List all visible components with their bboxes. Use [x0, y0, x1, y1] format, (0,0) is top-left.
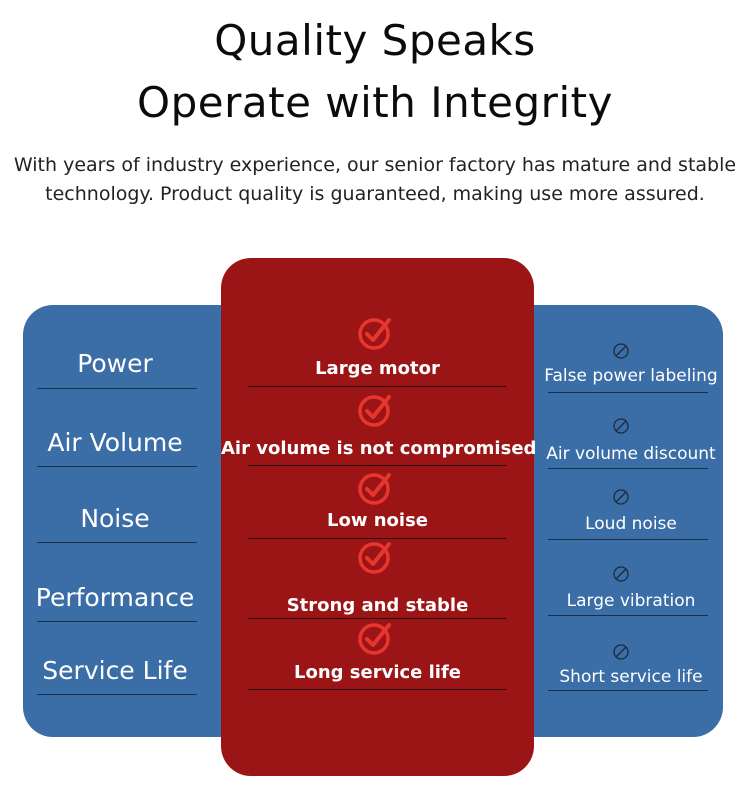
- our-advantage-large-motor: Large motor: [315, 358, 440, 379]
- drawback-divider: [548, 615, 708, 616]
- feature-divider: [37, 466, 197, 467]
- feature-label-power: Power: [77, 349, 153, 378]
- check-circle-icon: [358, 623, 391, 655]
- our-advantage-air-volume: Air volume is not compromised: [221, 438, 537, 459]
- competitor-drawback-service-life: Short service life: [559, 667, 703, 687]
- prohibited-icon: [613, 343, 629, 359]
- drawback-divider: [548, 690, 708, 691]
- competitor-drawback-performance: Large vibration: [566, 591, 696, 611]
- feature-label-noise: Noise: [80, 504, 150, 533]
- feature-label-performance: Performance: [35, 583, 195, 612]
- page-title-line-2: Operate with Integrity: [137, 78, 613, 127]
- prohibited-icon: [613, 644, 629, 660]
- advantage-divider: [248, 538, 506, 539]
- prohibited-icon: [613, 489, 629, 505]
- feature-label-air-volume: Air Volume: [47, 428, 183, 457]
- check-circle-icon: [358, 395, 391, 427]
- feature-divider: [37, 542, 197, 543]
- drawback-divider: [548, 539, 708, 540]
- subtitle-line-2: technology. Product quality is guarantee…: [45, 183, 705, 205]
- competitor-drawback-air-volume: Air volume discount: [546, 444, 716, 464]
- our-advantage-long-service-life: Long service life: [293, 662, 462, 683]
- check-circle-icon: [358, 318, 391, 350]
- competitor-drawback-noise: Loud noise: [585, 514, 677, 534]
- advantage-divider: [248, 689, 506, 690]
- drawback-divider: [548, 392, 708, 393]
- prohibited-icon: [613, 566, 629, 582]
- advantage-divider: [248, 386, 506, 387]
- check-circle-icon: [358, 473, 391, 505]
- our-advantage-low-noise: Low noise: [326, 510, 428, 531]
- feature-label-service-life: Service Life: [42, 656, 188, 685]
- feature-divider: [37, 694, 197, 695]
- our-advantage-strong-stable: Strong and stable: [286, 595, 469, 616]
- check-circle-icon: [358, 542, 391, 574]
- prohibited-icon: [613, 418, 629, 434]
- feature-divider: [37, 388, 197, 389]
- drawback-divider: [548, 468, 708, 469]
- page-subtitle: With years of industry experience, our s…: [0, 151, 750, 209]
- page-title-line-1: Quality Speaks: [214, 16, 536, 65]
- subtitle-line-1: With years of industry experience, our s…: [13, 154, 737, 176]
- feature-divider: [37, 621, 197, 622]
- advantage-divider: [248, 618, 506, 619]
- advantage-divider: [248, 465, 506, 466]
- competitor-drawback-power: False power labeling: [544, 366, 718, 386]
